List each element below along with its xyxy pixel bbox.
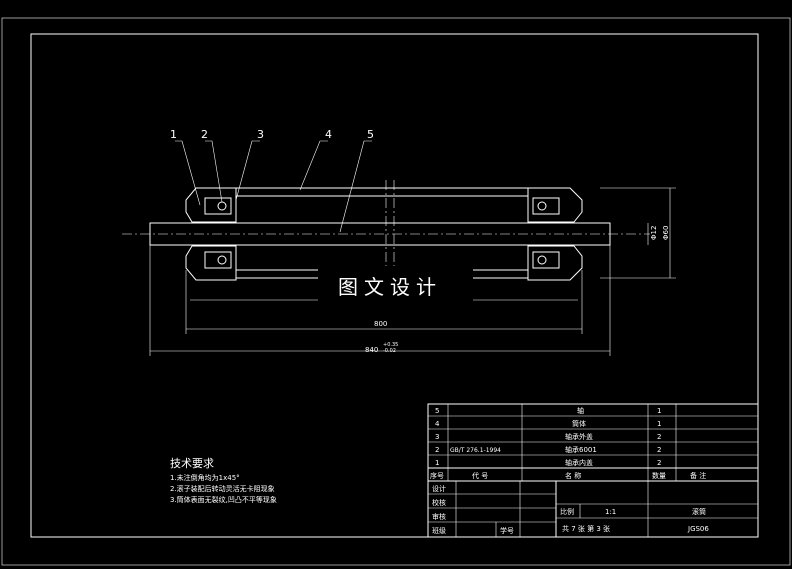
leader-5 bbox=[339, 140, 372, 233]
tube-wall-top bbox=[235, 187, 529, 197]
dim-shaft-diameter: Φ12 bbox=[650, 226, 658, 240]
bom-row-1-qty: 2 bbox=[657, 459, 661, 467]
dim-inner: 800 bbox=[374, 320, 387, 328]
outer-frame bbox=[1, 17, 791, 566]
bom-row-2-no: 2 bbox=[435, 446, 439, 454]
bom-header-qty: 数量 bbox=[652, 471, 666, 480]
dim-overall: 840 bbox=[365, 346, 378, 354]
bom-row-3-qty: 2 bbox=[657, 433, 661, 441]
bom-row-5-name: 轴 bbox=[577, 406, 584, 415]
leader-1 bbox=[175, 140, 201, 206]
label-design: 设计 bbox=[432, 484, 446, 493]
bom-header-note: 备 注 bbox=[690, 471, 706, 480]
dim-tol-lower: -0.02 bbox=[383, 348, 396, 354]
leader-4 bbox=[299, 140, 328, 191]
balloon-4: 4 bbox=[325, 128, 332, 141]
label-check: 校核 bbox=[432, 498, 446, 507]
value-drawing-no: JGS06 bbox=[687, 525, 709, 533]
bearing-housing-left bbox=[185, 187, 237, 281]
bom-row-4-qty: 1 bbox=[657, 420, 661, 428]
bom-header-code: 代 号 bbox=[472, 471, 488, 480]
dim-body-diameter: Φ60 bbox=[662, 226, 670, 240]
bom-row-3-no: 3 bbox=[435, 433, 439, 441]
balloon-2: 2 bbox=[201, 128, 208, 141]
label-review: 审核 bbox=[432, 512, 446, 521]
value-sheets: 共 7 张 第 3 张 bbox=[562, 524, 610, 533]
bom-table: 5 轴 1 4 筒体 1 3 轴承外盖 2 2 GB/T 276.1-1994 … bbox=[427, 403, 759, 482]
label-scale: 比例 bbox=[560, 507, 574, 516]
shaft bbox=[149, 222, 611, 246]
title-block: 设计 校核 审核 班级 学号 比例 1:1 共 7 张 第 3 张 滚筒 JGS… bbox=[427, 480, 759, 538]
bom-row-2-name: 轴承6001 bbox=[565, 445, 597, 454]
bom-row-1-no: 1 bbox=[435, 459, 439, 467]
balloon-5: 5 bbox=[367, 128, 374, 141]
inner-frame bbox=[30, 33, 759, 538]
watermark-text: 图文设计 bbox=[338, 275, 442, 299]
bom-row-2-code: GB/T 276.1-1994 bbox=[450, 447, 501, 454]
tech-item-2: 2.滚子装配后转动灵活无卡阻现象 bbox=[170, 484, 275, 493]
bearing-housing-right bbox=[527, 187, 583, 281]
bom-row-2-qty: 2 bbox=[657, 446, 661, 454]
value-part-name: 滚筒 bbox=[692, 507, 706, 516]
tech-item-1: 1.未注倒角均为1x45° bbox=[170, 473, 240, 482]
value-scale: 1:1 bbox=[605, 508, 616, 516]
leader-3 bbox=[235, 140, 260, 201]
leader-2 bbox=[205, 140, 223, 203]
balloon-3: 3 bbox=[257, 128, 264, 141]
bom-row-5-no: 5 bbox=[435, 407, 439, 415]
tech-item-3: 3.筒体表面无裂纹,凹凸不平等现象 bbox=[170, 495, 277, 504]
bom-row-4-no: 4 bbox=[435, 420, 440, 428]
bom-header-name: 名 称 bbox=[565, 471, 581, 480]
tech-title: 技术要求 bbox=[170, 457, 214, 470]
label-student-no: 学号 bbox=[500, 526, 514, 535]
roller-assembly: 1 2 3 4 5 Φ12 Φ60 800 840 +0.35 -0.02 bbox=[122, 128, 676, 356]
watermark-box bbox=[318, 266, 473, 306]
bom-header-no: 序号 bbox=[430, 471, 444, 480]
bom-row-1-name: 轴承内盖 bbox=[565, 458, 593, 467]
bom-row-5-qty: 1 bbox=[657, 407, 661, 415]
bom-row-3-name: 轴承外盖 bbox=[565, 432, 593, 441]
bom-row-4-name: 筒体 bbox=[572, 419, 586, 428]
label-class: 班级 bbox=[432, 526, 446, 535]
tech-requirements: 技术要求 1.未注倒角均为1x45° 2.滚子装配后转动灵活无卡阻现象 3.筒体… bbox=[170, 457, 277, 504]
dim-tol-upper: +0.35 bbox=[383, 342, 398, 348]
balloon-1: 1 bbox=[170, 128, 177, 141]
